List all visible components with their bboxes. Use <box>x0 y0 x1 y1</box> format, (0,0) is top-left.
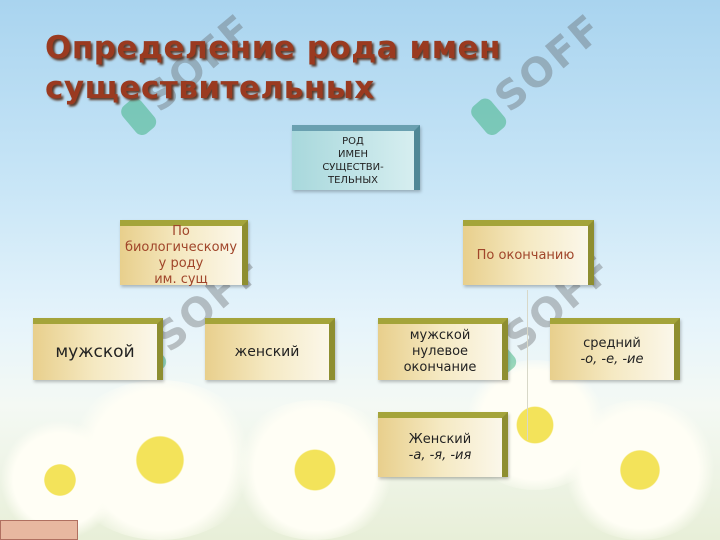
daisy-decoration <box>560 400 720 540</box>
node-ending-feminine: Женский -а, -я, -ия <box>378 412 508 477</box>
node-text: мужской <box>55 342 135 362</box>
node-bio-masculine: мужской <box>33 318 163 380</box>
nav-button[interactable] <box>0 520 78 540</box>
branch-text: у роду <box>158 255 204 271</box>
node-text: мужской <box>409 328 471 343</box>
title-line: Определение рода имен <box>45 30 501 66</box>
slide-title: Определение рода имен существительных <box>45 28 501 108</box>
root-node: РОД ИМЕН СУЩЕСТВИ- ТЕЛЬНЫХ <box>292 125 420 190</box>
node-bio-feminine: женский <box>205 318 335 380</box>
root-text: РОД <box>342 135 364 147</box>
connector-line <box>527 290 528 440</box>
branch-text: По <box>172 223 190 239</box>
node-endings: -о, -е, -ие <box>580 352 644 367</box>
node-endings: -а, -я, -ия <box>408 447 472 463</box>
node-ending-masculine: мужской нулевое окончание <box>378 318 508 380</box>
node-text: нулевое <box>411 344 469 359</box>
root-text: СУЩЕСТВИ- <box>322 161 384 173</box>
daisy-decoration <box>230 400 400 540</box>
root-text: ТЕЛЬНЫХ <box>328 174 378 186</box>
branch-biological: По биологическому у роду им. сущ <box>120 220 248 287</box>
title-line: существительных <box>45 70 375 106</box>
node-text: женский <box>234 344 300 360</box>
branch-text: им. сущ <box>154 271 208 287</box>
node-text: окончание <box>403 360 477 375</box>
root-text: ИМЕН <box>338 148 368 160</box>
node-text: Женский <box>408 431 472 447</box>
node-ending-neuter: средний -о, -е, -ие <box>550 318 680 380</box>
branch-text: биологическому <box>124 239 238 255</box>
branch-text: По окончанию <box>476 247 575 263</box>
node-text: средний <box>583 336 641 351</box>
branch-ending: По окончанию <box>463 220 594 285</box>
